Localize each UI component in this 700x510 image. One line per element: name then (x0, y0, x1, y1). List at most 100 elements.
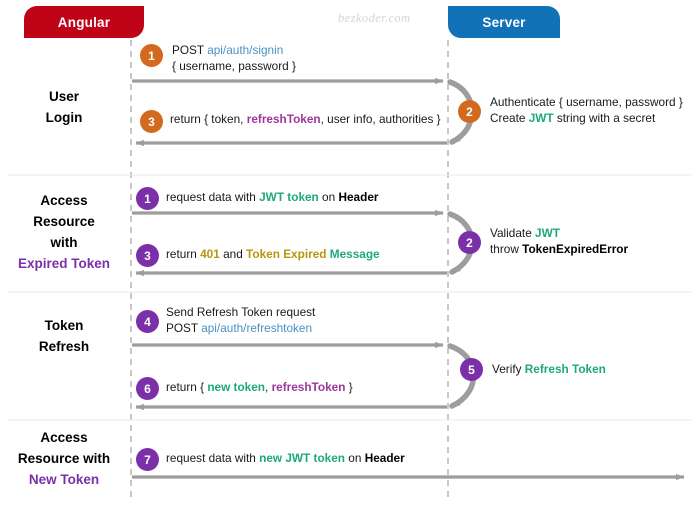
message-run: 401 (200, 247, 220, 261)
message-line: { username, password } (172, 59, 296, 75)
message-line: POST api/auth/signin (172, 43, 296, 59)
message-return-new-token: return { new token, refreshToken } (166, 380, 353, 396)
message-line: return { token, refreshToken, user info,… (170, 112, 441, 128)
phase-label-line: Refresh (38, 339, 90, 354)
message-verify-refresh-token: Verify Refresh Token (492, 362, 606, 378)
message-post-signin: POST api/auth/signin{ username, password… (172, 43, 296, 74)
step-number: 1 (148, 48, 155, 63)
phase-label-line: Login (45, 110, 83, 125)
message-run: } (345, 380, 353, 394)
phase-label-line: Access (40, 193, 88, 208)
message-run: and (219, 247, 247, 261)
message-line: Send Refresh Token request (166, 305, 315, 321)
message-run: new token (207, 380, 265, 394)
message-run: POST (166, 320, 202, 335)
message-authenticate-create-jwt: Authenticate { username, password }Creat… (490, 95, 683, 126)
message-run: Verify (492, 362, 525, 376)
message-run: { username, password } (172, 58, 296, 73)
step-badge-request-with-new-jwt[interactable]: 7 (136, 448, 159, 471)
step-badge-return-tokens[interactable]: 3 (140, 110, 163, 133)
message-run: Refresh Token (524, 362, 606, 376)
phase-label-line: Expired Token (17, 256, 111, 271)
step-badge-send-refresh-request[interactable]: 4 (136, 310, 159, 333)
phase-label-line: User (48, 89, 80, 104)
message-run: request data with (166, 190, 260, 204)
watermark: bezkoder.com (338, 11, 411, 25)
actor-angular-label: Angular (57, 14, 111, 30)
actor-server[interactable]: Server (448, 6, 560, 38)
message-run: refreshToken (271, 380, 346, 394)
message-run: Validate (490, 226, 536, 240)
message-line: Authenticate { username, password } (490, 95, 683, 111)
message-run: , (265, 380, 272, 394)
message-run: Header (338, 190, 379, 204)
message-run: throw (490, 241, 523, 256)
message-line: throw TokenExpiredError (490, 242, 628, 258)
phase-label-line: Token (44, 318, 84, 333)
step-number: 5 (468, 362, 475, 377)
message-run: Message (329, 247, 380, 261)
message-run: TokenExpiredError (522, 241, 629, 256)
message-line: request data with JWT token on Header (166, 190, 378, 206)
actor-angular[interactable]: Angular (24, 6, 144, 38)
message-run: JWT (528, 110, 554, 125)
step-number: 3 (148, 114, 155, 129)
step-badge-post-signin[interactable]: 1 (140, 44, 163, 67)
message-run: JWT (535, 226, 560, 240)
message-run: on (345, 451, 365, 465)
step-number: 2 (466, 235, 473, 250)
message-run: Authenticate { username, password } (490, 95, 683, 109)
phase-label-line: Resource with (17, 451, 111, 466)
message-run: return { (166, 380, 208, 394)
step-badge-return-new-token[interactable]: 6 (136, 377, 159, 400)
message-request-with-jwt: request data with JWT token on Header (166, 190, 378, 206)
message-line: return { new token, refreshToken } (166, 380, 353, 396)
phase-label-line: Resource (33, 214, 95, 229)
message-line: request data with new JWT token on Heade… (166, 451, 405, 467)
step-badge-validate-jwt-throw[interactable]: 2 (458, 231, 481, 254)
message-return-401: return 401 and Token Expired Message (166, 247, 380, 263)
message-line: Create JWT string with a secret (490, 111, 683, 127)
message-run: api/auth/refreshtoken (201, 320, 313, 335)
message-run: request data with (166, 451, 260, 465)
step-badge-return-401[interactable]: 3 (136, 244, 159, 267)
step-number: 7 (144, 452, 151, 467)
message-line: POST api/auth/refreshtoken (166, 321, 315, 337)
actor-server-label: Server (482, 14, 526, 30)
step-number: 6 (144, 381, 151, 396)
message-run: return { token, (170, 112, 247, 126)
step-number: 2 (466, 104, 473, 119)
message-return-tokens: return { token, refreshToken, user info,… (170, 112, 441, 128)
step-number: 4 (144, 314, 151, 329)
step-badge-verify-refresh-token[interactable]: 5 (460, 358, 483, 381)
message-run: new JWT token (259, 451, 345, 465)
message-run: api/auth/signin (207, 43, 284, 57)
step-badge-authenticate-create-jwt[interactable]: 2 (458, 100, 481, 123)
message-run: Send Refresh Token request (166, 305, 316, 319)
message-request-with-new-jwt: request data with new JWT token on Heade… (166, 451, 405, 467)
message-run: Create (490, 110, 529, 125)
phase-label-line: New Token (28, 472, 100, 487)
message-run: return (166, 247, 201, 261)
message-run: JWT token (259, 190, 319, 204)
message-run: , user info, authorities } (320, 112, 441, 126)
message-run: on (318, 190, 339, 204)
message-run: Token Expired (246, 247, 330, 261)
message-run: Header (364, 451, 405, 465)
message-run: string with a secret (553, 110, 656, 125)
step-badge-request-with-jwt[interactable]: 1 (136, 187, 159, 210)
message-run: refreshToken (246, 112, 321, 126)
step-number: 1 (144, 191, 151, 206)
message-line: Verify Refresh Token (492, 362, 606, 378)
phase-label-line: Access (40, 430, 88, 445)
message-line: Validate JWT (490, 226, 628, 242)
phase-label-line: with (50, 235, 78, 250)
message-run: POST (172, 43, 208, 57)
